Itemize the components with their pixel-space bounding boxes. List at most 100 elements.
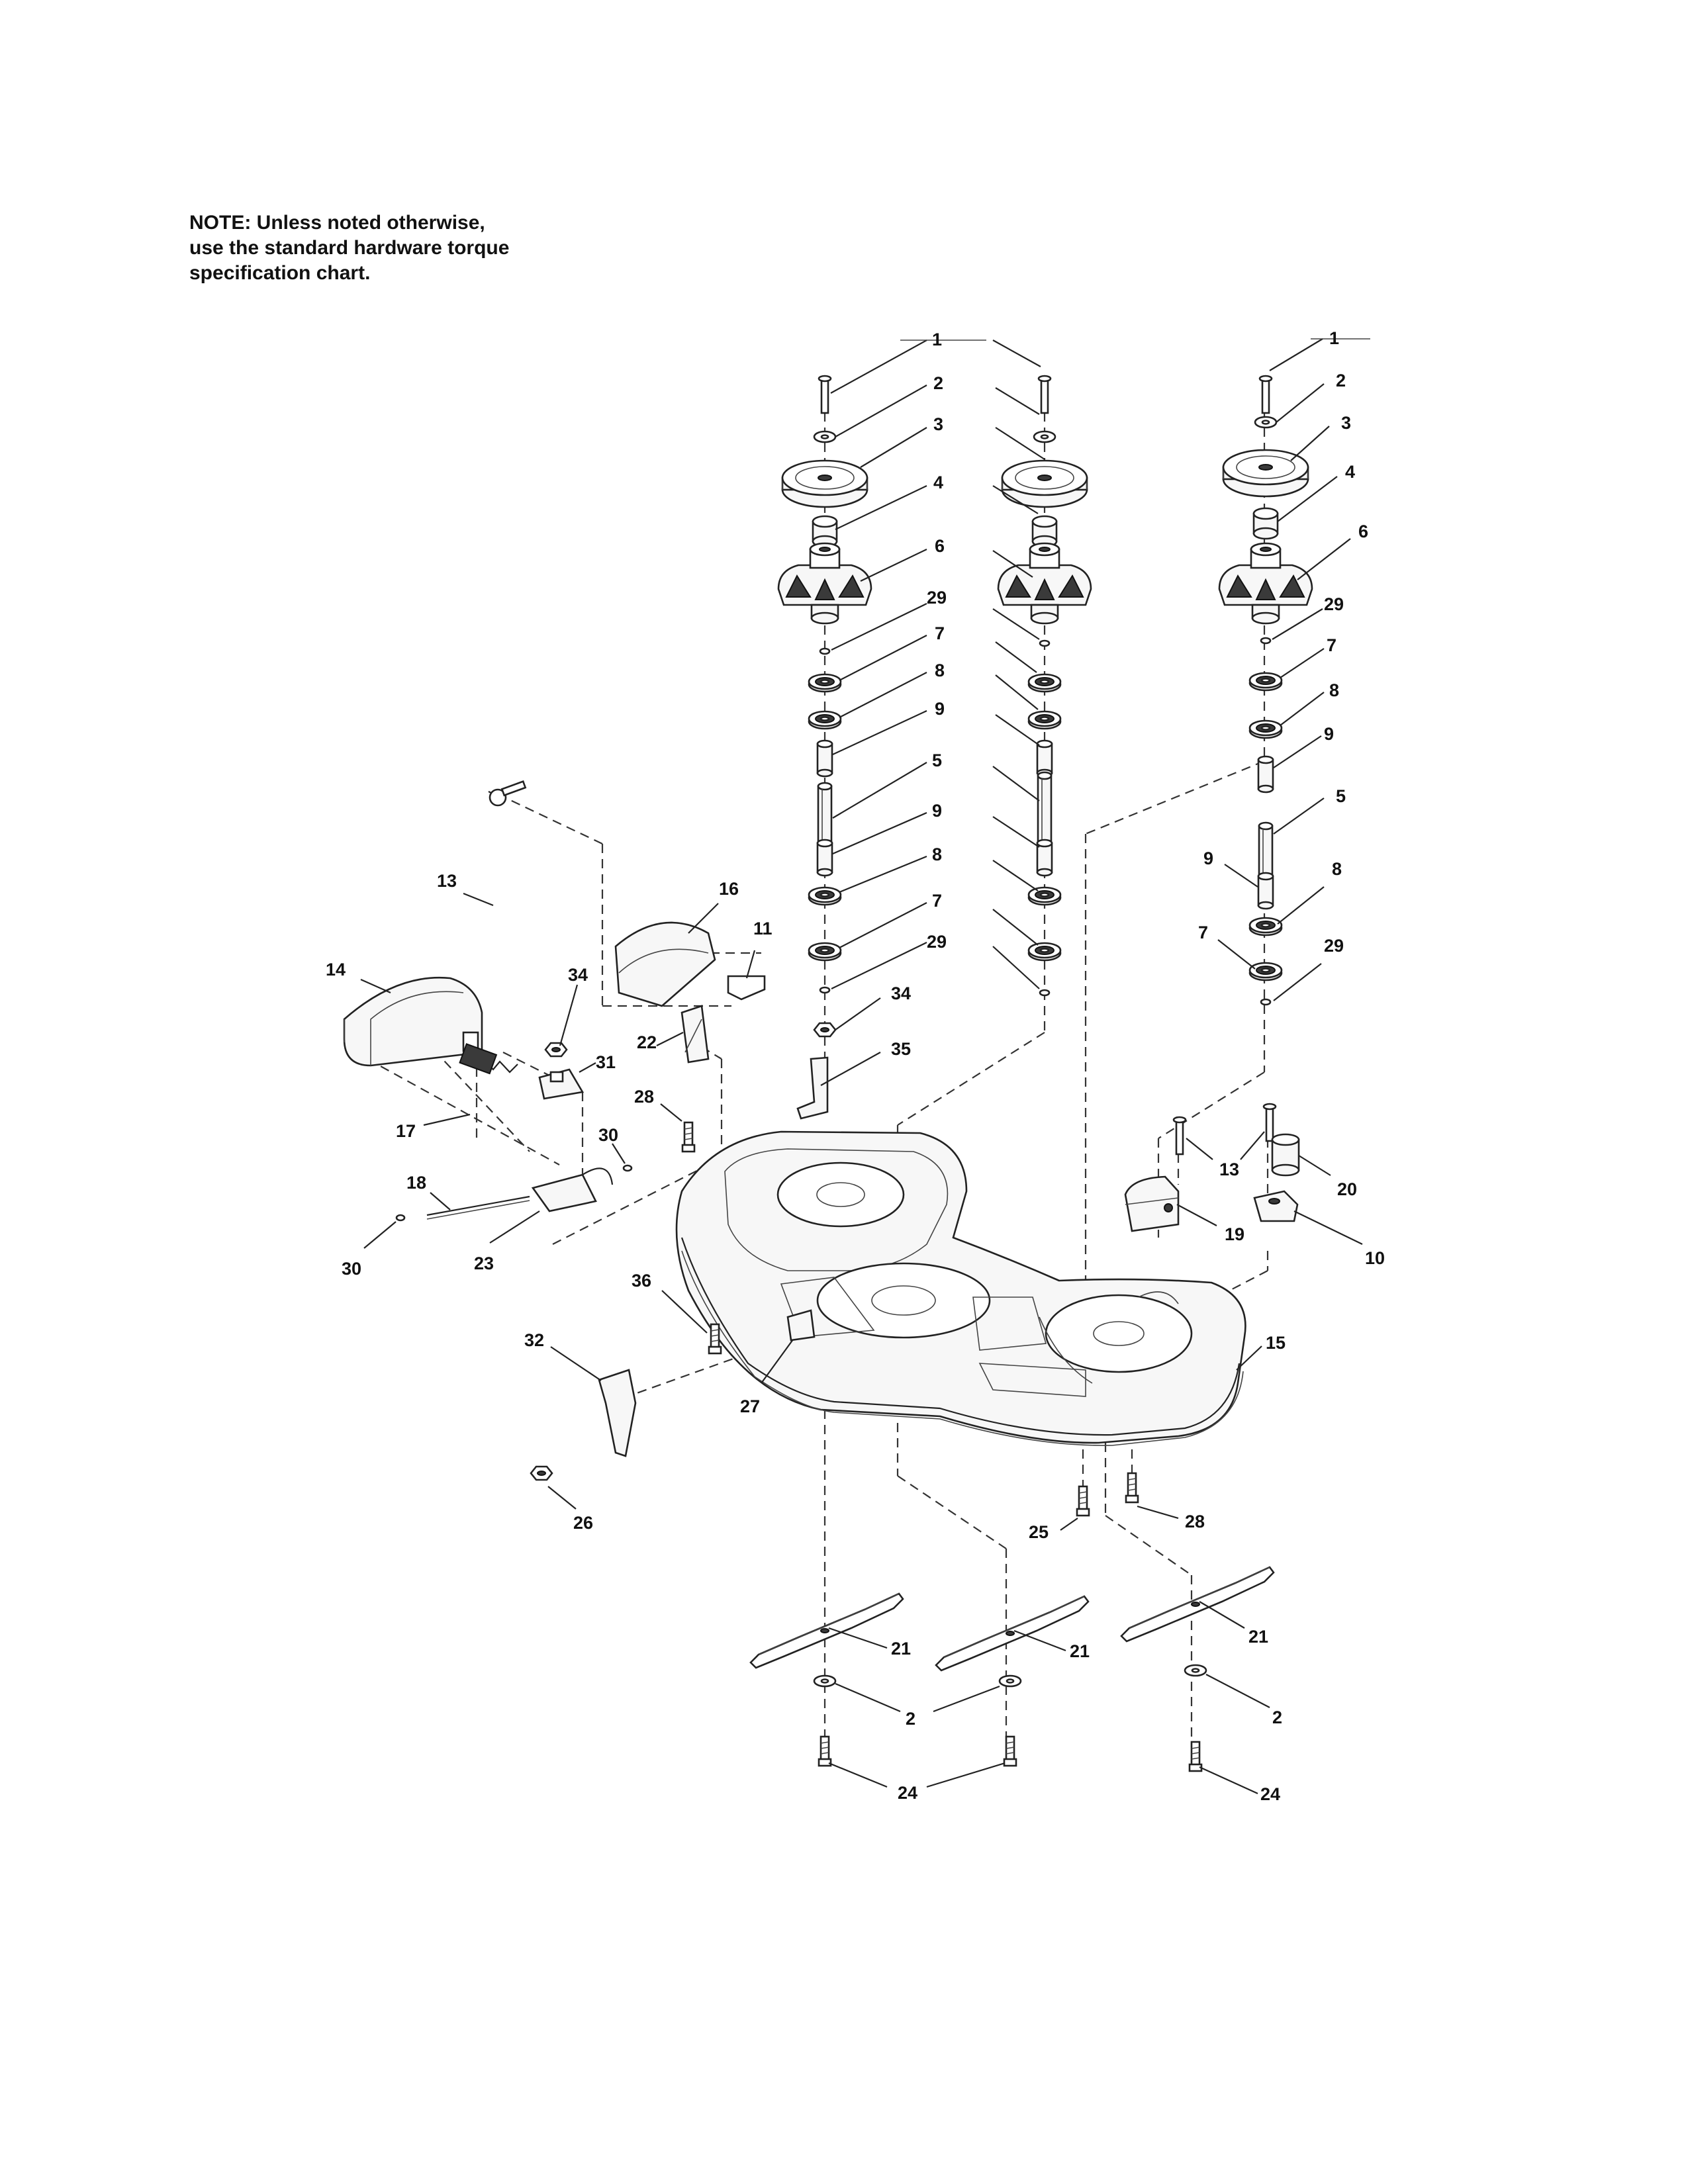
bracket-31: [538, 1068, 585, 1100]
bolt-28-left: [681, 1121, 696, 1153]
callout-28-right: 28: [1185, 1512, 1205, 1531]
bracket-35: [796, 1056, 829, 1120]
callout-22: 22: [637, 1032, 657, 1052]
callout-4-center: 4: [933, 473, 943, 492]
callout-17: 17: [396, 1121, 416, 1141]
callout-29-top-right: 29: [1324, 594, 1344, 614]
callout-19: 19: [1225, 1224, 1244, 1244]
blade-left: [749, 1592, 904, 1669]
callout-23: 23: [474, 1253, 494, 1273]
bolt-25: [1076, 1485, 1090, 1517]
callout-29-lower-center: 29: [927, 932, 947, 952]
callout-8-top-right: 8: [1329, 680, 1339, 700]
rod-18: [426, 1195, 530, 1220]
callout-3-center: 3: [933, 414, 943, 434]
callout-15: 15: [1266, 1333, 1286, 1353]
blade-washer-left: [813, 1674, 837, 1688]
part-27: [786, 1309, 816, 1342]
idler-bracket-19: [1124, 1175, 1180, 1232]
callout-18: 18: [406, 1173, 426, 1193]
callout-13-right: 13: [1219, 1160, 1239, 1179]
callout-24-center: 24: [898, 1783, 917, 1803]
center-spindle-assembly: [997, 375, 1092, 997]
idler-pulley-20: [1271, 1133, 1300, 1177]
blade-washer-right: [1184, 1664, 1207, 1677]
callout-10: 10: [1365, 1248, 1385, 1268]
callout-24-right: 24: [1260, 1784, 1280, 1804]
callout-2-bottom-right: 2: [1272, 1707, 1282, 1727]
callout-labels: 1 1 2 2 3 3 4 4 6 6 29 29 7 7 8 8 9 9 5 …: [326, 328, 1385, 1804]
callout-29-top-center: 29: [927, 588, 947, 608]
deflector-cover: [614, 921, 716, 1007]
bracket-11: [727, 975, 766, 1001]
callout-11: 11: [753, 919, 773, 938]
callout-30-upper: 30: [598, 1125, 618, 1145]
bracket-22: [680, 1005, 710, 1064]
callout-8-lower-right: 8: [1332, 859, 1342, 879]
callout-25: 25: [1029, 1522, 1049, 1542]
callout-leaders: [360, 338, 1370, 1795]
bolt-36: [708, 1323, 722, 1355]
mower-deck: [675, 1130, 1246, 1446]
callout-13-left: 13: [437, 871, 457, 891]
spring-17: [459, 1043, 518, 1075]
callout-21-right: 21: [1248, 1627, 1268, 1647]
torque-note: NOTE: Unless noted otherwise, use the st…: [189, 210, 653, 286]
callout-6-right: 6: [1358, 522, 1368, 541]
nut-34-left: [544, 1042, 568, 1058]
callout-6-center: 6: [935, 536, 945, 556]
nut-26: [530, 1465, 553, 1481]
blade-bolt-center: [1003, 1735, 1017, 1767]
callout-2-top-center: 2: [933, 373, 943, 393]
bolt-28-right: [1125, 1472, 1139, 1504]
callout-8-lower-center: 8: [932, 844, 942, 864]
callout-20: 20: [1337, 1179, 1357, 1199]
callout-7-top-right: 7: [1327, 635, 1336, 655]
callout-9-top-center: 9: [935, 699, 945, 719]
callout-5-center: 5: [932, 751, 942, 770]
callout-3-right: 3: [1341, 413, 1351, 433]
callout-34-left: 34: [568, 965, 588, 985]
callout-35: 35: [891, 1039, 911, 1059]
callout-9-lower-center: 9: [932, 801, 942, 821]
blade-center: [935, 1595, 1090, 1672]
callout-32: 32: [524, 1330, 544, 1350]
callout-28-left: 28: [634, 1087, 654, 1107]
hinge-bracket-23: [531, 1167, 614, 1212]
callout-27: 27: [740, 1396, 760, 1416]
callout-9-lower-right: 9: [1203, 848, 1213, 868]
callout-7-lower-right: 7: [1198, 923, 1208, 942]
callout-21-left: 21: [891, 1639, 911, 1659]
callout-21-center: 21: [1070, 1641, 1090, 1661]
note-line-3: specification chart.: [189, 262, 371, 284]
callout-5-right: 5: [1336, 786, 1346, 806]
callout-26: 26: [573, 1513, 593, 1533]
blade-bolt-left: [818, 1735, 832, 1767]
callout-7-lower-center: 7: [932, 891, 942, 911]
right-spindle-assembly: [1218, 375, 1313, 1006]
note-line-1: NOTE: Unless noted otherwise,: [189, 212, 485, 234]
callout-36: 36: [632, 1271, 651, 1291]
callout-1-right: 1: [1329, 328, 1339, 348]
callout-34-center: 34: [891, 983, 911, 1003]
callout-16: 16: [719, 879, 739, 899]
callout-30-lower: 30: [342, 1259, 361, 1279]
callout-9-top-right: 9: [1324, 724, 1334, 744]
bracket-32: [598, 1369, 637, 1457]
callout-8-top-center: 8: [935, 660, 945, 680]
callout-1-left: 1: [932, 330, 942, 349]
pin-30-lower: [395, 1214, 406, 1222]
callout-7-top-center: 7: [935, 623, 945, 643]
discharge-chute: [343, 976, 483, 1067]
screw-13-left: [488, 780, 527, 807]
pin-30-upper: [622, 1164, 633, 1172]
callout-4-right: 4: [1345, 462, 1355, 482]
callout-29-lower-right: 29: [1324, 936, 1344, 956]
callout-2-bottom-center: 2: [906, 1709, 915, 1729]
callout-31: 31: [596, 1052, 616, 1072]
callout-2-top-right: 2: [1336, 371, 1346, 390]
callout-14: 14: [326, 960, 346, 979]
note-line-2: use the standard hardware torque: [189, 237, 510, 259]
